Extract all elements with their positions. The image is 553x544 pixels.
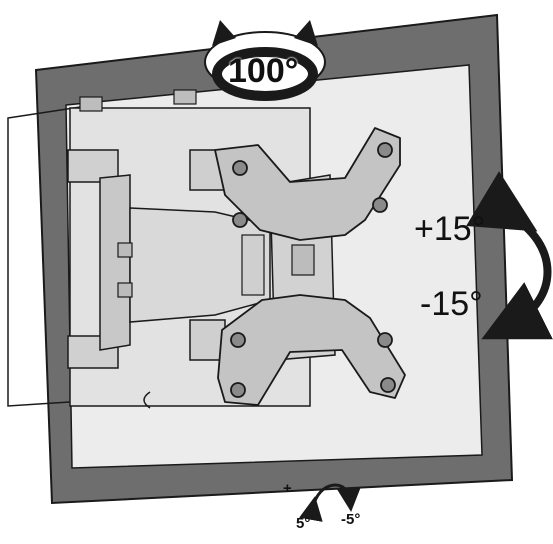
swivel-left-label: 5° [296, 515, 311, 532]
rotate-arrows-icon [204, 20, 326, 101]
vesa-plate [214, 127, 406, 406]
swivel-right-label: -5° [341, 511, 361, 528]
tilt-up-label: +15° [414, 210, 486, 248]
swivel-arrow-icon [299, 483, 361, 522]
tilt-down-label: -15° [420, 285, 483, 323]
tilt-arrow-icon [466, 171, 553, 340]
rotation-label: 100° [228, 52, 299, 90]
articulating-arm [99, 149, 271, 361]
swivel-plus-label: + [283, 480, 292, 497]
